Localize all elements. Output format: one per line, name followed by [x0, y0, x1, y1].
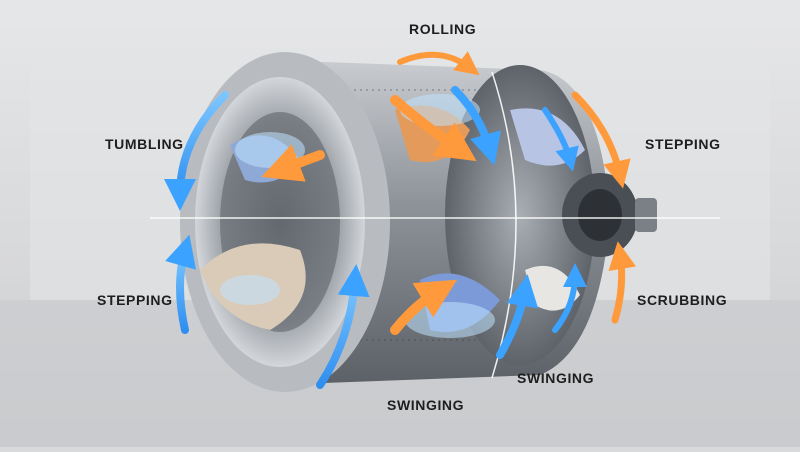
label-swinging-bottom: SWINGING: [387, 397, 465, 413]
rolling-blue-arrow: [451, 86, 501, 166]
label-stepping-left: STEPPING: [97, 292, 173, 308]
motor: [562, 173, 657, 257]
tumbling-arrow: [164, 91, 229, 211]
rolling-orange-arrow: [397, 51, 480, 76]
inner-orange-arrow-bottom: [390, 279, 458, 335]
inner-orange-arrow-left: [261, 144, 325, 182]
right-blue-arrow-top: [542, 107, 579, 172]
stepping-right-arrow: [571, 91, 631, 189]
label-stepping-right: STEPPING: [645, 136, 721, 152]
stepping-left-arrow: [165, 234, 196, 334]
label-scrubbing: SCRUBBING: [637, 292, 728, 308]
label-swinging-right: SWINGING: [517, 370, 595, 386]
right-blue-arrow-bottom: [552, 263, 587, 333]
inner-orange-arrow-top: [390, 95, 477, 162]
scrubbing-arrow: [608, 241, 637, 324]
drum-divider-line: [491, 71, 517, 379]
label-tumbling: TUMBLING: [105, 136, 184, 152]
label-rolling: ROLLING: [409, 21, 477, 37]
swinging-bottom-arrow: [316, 264, 370, 389]
swinging-right-arrow: [496, 274, 539, 359]
